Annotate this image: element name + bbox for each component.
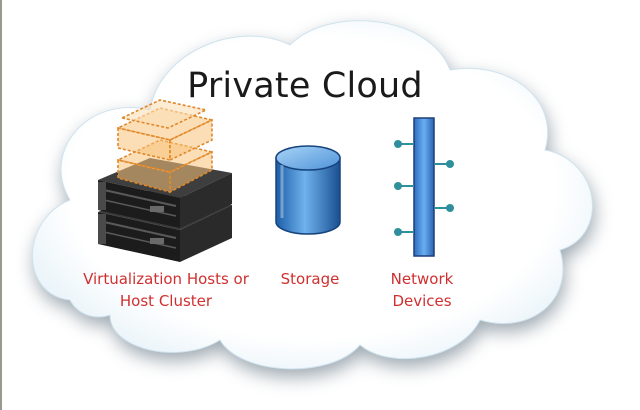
virtual-server-icon xyxy=(115,99,215,194)
storage-label: Storage xyxy=(270,268,350,290)
network-switch-icon xyxy=(394,117,454,257)
label-line: Devices xyxy=(392,292,452,310)
network-devices-label: Network Devices xyxy=(372,268,472,312)
virtualization-hosts-label: Virtualization Hosts or Host Cluster xyxy=(78,268,254,312)
label-line: Host Cluster xyxy=(119,292,213,310)
storage-cylinder-icon xyxy=(275,145,341,235)
label-line: Storage xyxy=(280,270,340,288)
left-edge-border xyxy=(0,0,2,410)
diagram-title: Private Cloud xyxy=(187,66,423,106)
label-line: Virtualization Hosts or xyxy=(83,270,249,288)
label-line: Network xyxy=(390,270,454,288)
